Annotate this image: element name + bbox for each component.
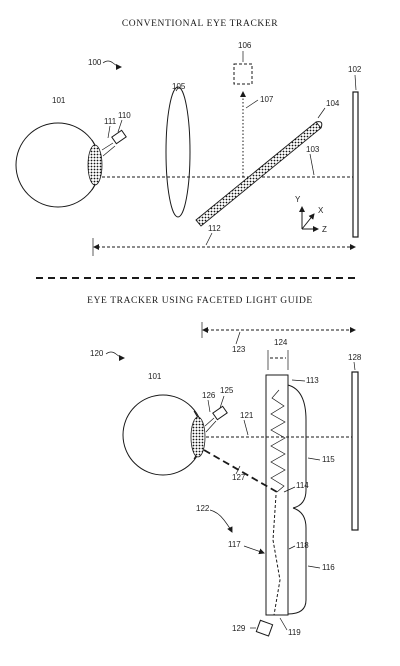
light-source-bottom xyxy=(204,405,228,433)
ref-102-leader xyxy=(354,74,357,91)
ref-119: 119 xyxy=(288,628,301,637)
dim-123-right-arrow xyxy=(350,327,356,333)
ref-104: 104 xyxy=(326,99,340,108)
ref-101-bottom: 101 xyxy=(148,372,162,381)
light-beam-a xyxy=(101,142,114,151)
ref-128-leader xyxy=(353,361,356,371)
ref-127: 127 xyxy=(232,473,246,482)
optic-lower-lobe-116 xyxy=(287,507,307,615)
ref-122: 122 xyxy=(196,504,210,513)
camera-129 xyxy=(255,619,274,637)
ref-112: 112 xyxy=(208,224,221,233)
ref-102: 102 xyxy=(348,65,362,74)
ref-106: 106 xyxy=(238,41,252,50)
eyeball-outline xyxy=(15,122,101,208)
faceted-light-guide-diagram: EYE TRACKER USING FACETED LIGHT GUIDE 12… xyxy=(87,296,362,637)
faceted-light-guide-113 xyxy=(265,374,307,616)
coordinate-axes: Y X Z xyxy=(295,195,327,234)
ref-123-leader xyxy=(235,331,241,345)
x-axis-label: X xyxy=(318,206,324,215)
ref-100-pointer xyxy=(102,60,122,70)
ref-115: 115 xyxy=(322,455,335,464)
ref-124: 124 xyxy=(274,338,288,347)
top-diagram-title: CONVENTIONAL EYE TRACKER xyxy=(122,19,278,29)
ref-110: 110 xyxy=(118,111,131,120)
optic-upper-lobe-115 xyxy=(287,384,307,509)
ref-125: 125 xyxy=(220,386,234,395)
ref-103: 103 xyxy=(306,145,320,154)
ref-119-leader xyxy=(279,617,288,631)
mirror-cap xyxy=(315,121,323,129)
lens-105 xyxy=(165,86,191,218)
ref-126-leader xyxy=(207,399,211,413)
ref-121: 121 xyxy=(240,411,254,420)
ref-104-leader xyxy=(317,107,326,119)
ref-129: 129 xyxy=(232,624,246,633)
ref-101-top: 101 xyxy=(52,96,66,105)
hot-mirror-104 xyxy=(195,121,323,227)
reflected-ray-127 xyxy=(203,449,278,493)
ref-105: 105 xyxy=(172,82,186,91)
ref-107: 107 xyxy=(260,95,274,104)
ref-115-leader xyxy=(307,457,321,461)
y-axis-label: Y xyxy=(295,195,301,204)
ref-111-leader xyxy=(107,125,111,139)
ref-118: 118 xyxy=(296,541,309,550)
light-source-body xyxy=(111,129,127,145)
ref-123: 123 xyxy=(232,345,246,354)
z-axis-label: Z xyxy=(322,225,327,234)
ref-120: 120 xyxy=(90,349,104,358)
facet-zigzag xyxy=(270,389,286,493)
light-beam-d xyxy=(205,420,217,433)
ref-121-leader xyxy=(243,419,249,436)
ref-126: 126 xyxy=(202,391,216,400)
ref-120-pointer xyxy=(105,351,125,361)
ref-105-leader xyxy=(175,87,179,92)
ref-113-leader xyxy=(291,379,306,382)
pupil-iris xyxy=(87,144,103,186)
ref-128: 128 xyxy=(348,353,362,362)
ref-117-leader xyxy=(243,545,265,555)
ref-127-leader xyxy=(235,465,241,475)
ref-116-leader xyxy=(307,565,321,569)
dim-112-left-arrow xyxy=(93,244,99,250)
light-source-body-bottom xyxy=(212,405,228,421)
internal-ray xyxy=(272,494,281,616)
x-axis xyxy=(301,213,315,230)
ref-100: 100 xyxy=(88,58,102,67)
ref-103-leader xyxy=(309,153,315,176)
ref-116: 116 xyxy=(322,563,335,572)
dim-112-right-arrow xyxy=(350,244,356,250)
light-beam-b xyxy=(102,145,116,157)
ref-110-leader xyxy=(117,119,123,133)
pupil-iris-bottom xyxy=(190,416,206,458)
ref-117: 117 xyxy=(228,540,241,549)
conventional-eye-tracker-diagram: CONVENTIONAL EYE TRACKER 100 101 111 110… xyxy=(15,19,362,256)
eye-top xyxy=(15,122,103,208)
guide-body xyxy=(265,374,289,616)
ref-113: 113 xyxy=(306,376,319,385)
ref-118-leader xyxy=(288,545,296,550)
display-128 xyxy=(351,371,359,531)
eye-bottom xyxy=(122,394,206,476)
ref-112-leader xyxy=(205,232,213,246)
display-102 xyxy=(352,91,359,238)
ref-114-leader xyxy=(283,486,296,493)
camera-106 xyxy=(233,63,253,85)
light-source-top xyxy=(101,129,127,157)
bottom-diagram-title: EYE TRACKER USING FACETED LIGHT GUIDE xyxy=(87,296,313,306)
ref-122-pointer xyxy=(209,509,233,533)
dim-123-left-arrow xyxy=(202,327,208,333)
ref-111: 111 xyxy=(104,117,117,126)
light-beam-c xyxy=(204,417,215,427)
ref-107-leader xyxy=(245,99,259,109)
ref-114: 114 xyxy=(296,481,309,490)
ref-125-leader xyxy=(219,395,225,409)
